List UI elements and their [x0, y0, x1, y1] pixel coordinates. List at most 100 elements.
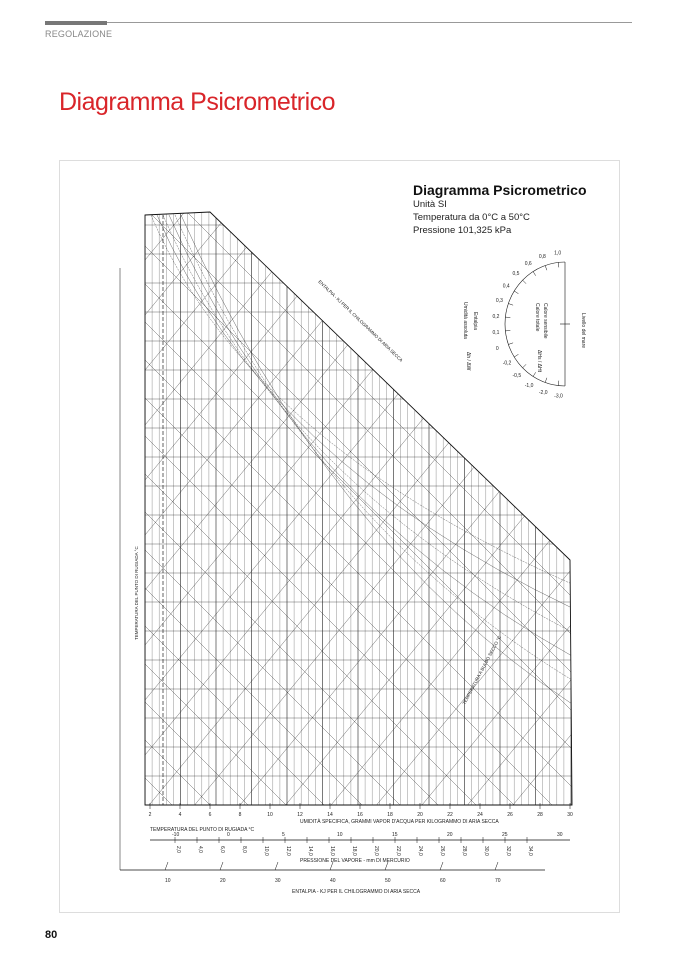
enthalpy-diagonal-label: ENTALPIA - KJ PER IL CHILOGRAMMO DI ARIA…: [317, 279, 403, 363]
protractor-tick: [505, 316, 511, 318]
enthalpy-tick: [329, 861, 334, 871]
wetbulb-line: [145, 212, 551, 701]
enthalpy-tick: [494, 861, 499, 871]
enthalpy-line: [298, 212, 572, 487]
humidity-tick-label: 6: [209, 812, 212, 818]
vapor-tick-label: 20,0: [373, 846, 379, 856]
vapor-tick-label: 2,0: [175, 846, 181, 853]
enthalpy-line: [260, 212, 572, 525]
relative-humidity-curve: [150, 214, 572, 585]
enthalpy-line: [145, 397, 553, 805]
drybulb-axis-label: TEMPERATURA A BULBO SECCO °C: [461, 634, 502, 705]
dewpoint-tick-label: 10: [337, 832, 343, 838]
enthalpy-tick: [384, 861, 389, 871]
humidity-tick-label: 10: [267, 812, 273, 818]
protractor-tick-label: 0,4: [503, 284, 510, 290]
enthalpy-line: [145, 663, 287, 805]
protractor-tick-label: -3,0: [554, 394, 563, 400]
relative-humidity-curve: [180, 214, 572, 705]
wetbulb-line: [467, 674, 572, 805]
protractor-tick-label: -0,5: [513, 373, 522, 379]
chart-pressure: Pressione 101,325 kPa: [413, 225, 512, 236]
wetbulb-line: [285, 454, 572, 805]
humidity-axis-label: UMIDITÀ SPECIFICA, GRAMMI VAPOR D'ACQUA …: [300, 818, 499, 825]
header-rule: [107, 22, 632, 23]
protractor-tick-label: 0,6: [525, 261, 532, 267]
protractor-enthalpy-label: Entalpia: [472, 312, 478, 330]
humidity-tick-label: 24: [477, 812, 483, 818]
vapor-tick-label: 16,0: [329, 846, 335, 856]
humidity-tick-label: 8: [239, 812, 242, 818]
vapor-tick-label: 12,0: [285, 846, 291, 856]
protractor-tick: [532, 372, 536, 377]
protractor-sensible-label: Calore sensibile: [542, 303, 548, 339]
humidity-tick-label: 22: [447, 812, 453, 818]
chart-boundary: [144, 211, 573, 806]
wetbulb-line: [145, 212, 323, 426]
relative-humidity-curve: [162, 214, 572, 633]
humidity-tick-label: 30: [567, 812, 573, 818]
enthalpy-line: [145, 245, 572, 677]
protractor-tick-label: 0,5: [513, 271, 520, 277]
dewpoint-axis-label: TEMPERATURA DEL PUNTO DI RUGIADA °C: [134, 546, 139, 640]
humidity-tick-label: 28: [537, 812, 543, 818]
page-title: Diagramma Psicrometrico: [59, 88, 336, 116]
dewpoint-tick-label: -10: [172, 832, 179, 838]
enthalpy-line: [145, 435, 515, 805]
section-label: REGOLAZIONE: [45, 29, 113, 39]
enthalpy-line: [145, 701, 249, 805]
wetbulb-line: [145, 212, 505, 646]
vapor-tick-label: 6,0: [219, 846, 225, 853]
protractor-tick-label: 1,0: [554, 250, 561, 256]
enthalpy-axis-label: ENTALPIA - KJ PER IL CHILOGRAMMO DI ARIA…: [292, 889, 421, 895]
protractor-tick: [558, 380, 560, 386]
chart-frame: [59, 160, 620, 913]
protractor-tick: [508, 303, 514, 306]
enthalpy-tick-label: 20: [220, 878, 226, 884]
relative-humidity-curve: [174, 214, 572, 681]
enthalpy-line: [526, 212, 572, 259]
protractor-tick: [522, 279, 527, 284]
enthalpy-line: [145, 739, 211, 805]
enthalpy-line: [145, 625, 325, 805]
enthalpy-line: [145, 549, 401, 805]
protractor-tick: [544, 377, 548, 383]
dewpoint-tick-label: 25: [502, 832, 508, 838]
enthalpy-tick-label: 60: [440, 878, 446, 884]
vapor-tick-label: 4,0: [197, 846, 203, 853]
protractor-tick: [505, 330, 511, 332]
protractor-tick-label: -0,2: [503, 360, 512, 366]
enthalpy-line: [222, 212, 572, 563]
wetbulb-line: [145, 234, 572, 756]
protractor-tick-label: 0,8: [539, 254, 546, 260]
enthalpy-tick: [164, 861, 169, 871]
vapor-tick-label: 32,0: [505, 846, 511, 856]
header-accent-bar: [45, 21, 107, 25]
protractor-tick-label: 0,1: [492, 330, 499, 336]
chart-units: Unità SI: [413, 199, 447, 210]
humidity-tick-label: 4: [179, 812, 182, 818]
dewpoint-tick-label: 15: [392, 832, 398, 838]
vapor-tick-label: 18,0: [351, 846, 357, 856]
vapor-tick-label: 34,0: [527, 846, 533, 856]
enthalpy-line: [564, 212, 572, 221]
protractor: [504, 261, 570, 387]
vapor-tick-label: 22,0: [395, 846, 401, 856]
protractor-sea-level-label: Livello del mare: [580, 313, 586, 348]
enthalpy-tick-label: 70: [495, 878, 501, 884]
humidity-tick-label: 16: [357, 812, 363, 818]
enthalpy-line: [145, 321, 572, 753]
enthalpy-line: [145, 359, 572, 791]
humidity-tick-label: 14: [327, 812, 333, 818]
enthalpy-tick: [219, 861, 224, 871]
humidity-tick-label: 26: [507, 812, 513, 818]
vapor-tick-label: 30,0: [483, 846, 489, 856]
protractor-center-ratio: ΔHs / ΔHt: [536, 350, 542, 373]
protractor-total-label: Calore totale: [534, 303, 540, 332]
enthalpy-tick-label: 10: [165, 878, 171, 884]
protractor-tick-label: -2,0: [539, 390, 548, 396]
protractor-tick-label: -1,0: [525, 383, 534, 389]
vapor-axis-label: PRESSIONE DEL VAPORE - mm DI MERCURIO: [300, 858, 410, 864]
protractor-tick: [508, 342, 514, 345]
